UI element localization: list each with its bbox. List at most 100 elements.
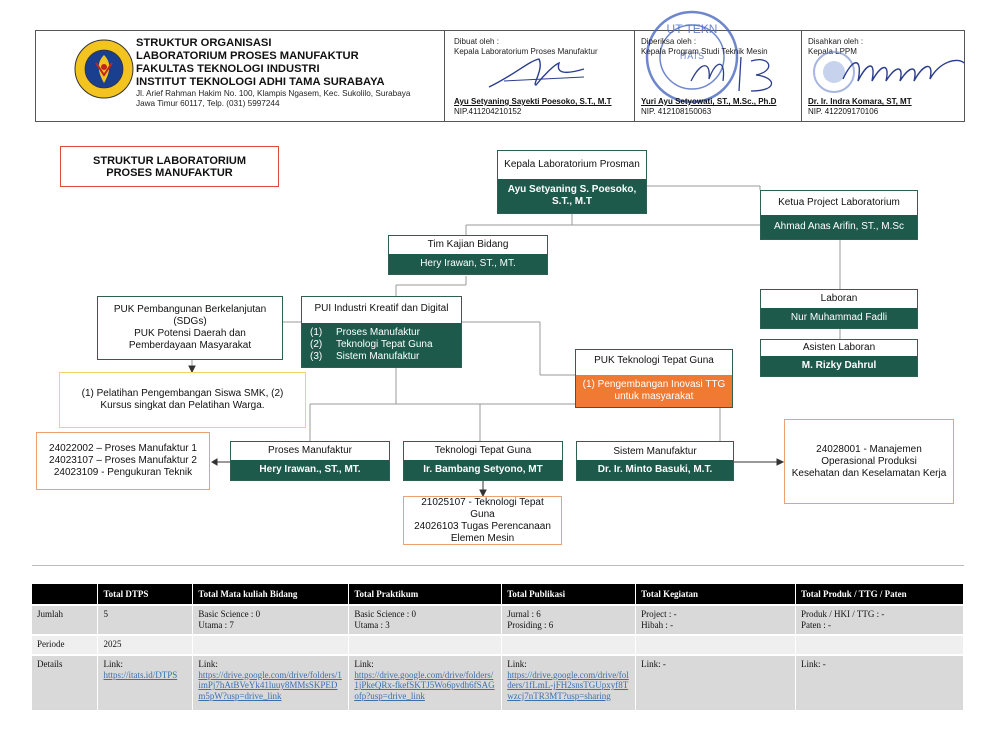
item-label: Teknologi Tepat Guna — [336, 339, 433, 350]
desc-line: untuk masyarakat — [614, 391, 694, 402]
table-cell: Link: - — [635, 654, 797, 710]
signature-block-approved: Disahkan oleh : Kepala LPPM Dr. Ir. Indr… — [808, 37, 965, 117]
course-line: 24028001 - Manajemen — [816, 443, 922, 455]
table-cell: Link:https://drive.google.com/drive/fold… — [192, 654, 350, 710]
box-asisten-laboran: Asisten Laboran M. Rizky Dahrul — [760, 339, 918, 377]
column-header: Total Publikasi — [501, 584, 637, 605]
table-cell: Link:https://drive.google.com/drive/fold… — [348, 654, 503, 710]
cell-line: Produk / HKI / TTG : - — [801, 609, 885, 619]
cell-line: Jurnal : 6 — [507, 609, 541, 619]
box-tim-kajian: Tim Kajian Bidang Hery Irawan, ST., MT. — [388, 235, 548, 275]
handwritten-signature — [488, 58, 585, 88]
course-line: 24022002 – Proses Manufaktur 1 — [49, 443, 197, 454]
desc-line: (1) Pengembangan Inovasi TTG — [582, 379, 726, 390]
document-header: STRUKTUR ORGANISASI LABORATORIUM PROSES … — [35, 10, 965, 122]
praktikum-drive-link[interactable]: https://drive.google.com/drive/folders/1… — [354, 669, 495, 701]
row-label: Details — [32, 654, 99, 710]
course-line: Operasional Produksi — [821, 455, 917, 467]
course-line: Elemen Mesin — [450, 532, 515, 544]
column-header — [32, 584, 99, 605]
table-cell: 5 — [97, 604, 194, 635]
section-divider — [32, 565, 964, 566]
link-prefix: Link: — [103, 659, 123, 669]
person-name: Hery Irawan., ST., MT. — [231, 460, 389, 480]
person-name: Hery Irawan, ST., MT. — [389, 254, 547, 274]
signature-name: Yuri Ayu Setyowati, ST., M.Sc., Ph.D — [641, 97, 777, 106]
link-prefix: Link: - — [641, 659, 666, 669]
course-line: 24023109 - Pengukuran Teknik — [53, 467, 193, 478]
signature-role: Kepala Laboratorium Proses Manufaktur — [454, 47, 598, 56]
header-address: Jawa Timur 60117, Telp. (031) 5997244 — [136, 99, 280, 108]
box-text-line: (SDGs) — [173, 316, 207, 327]
box-mk-ttg: 21025107 - Teknologi Tepat Guna 24026103… — [403, 496, 562, 545]
signature-name: Ayu Setyaning Sayekti Poesoko, S.T., M.T — [454, 97, 612, 106]
role-label: Kepala Laboratorium Prosman — [504, 159, 640, 170]
dtps-link[interactable]: https://itats.id/DTPS — [103, 669, 178, 680]
itats-logo — [74, 39, 134, 99]
box-mk-proses: 24022002 – Proses Manufaktur 1 24023107 … — [36, 432, 210, 490]
box-puk-ttg: PUK Teknologi Tepat Guna (1) Pengembanga… — [575, 349, 733, 408]
table-cell: 2025 — [97, 634, 194, 655]
course-line: 21025107 - Teknologi Tepat — [421, 496, 544, 508]
table-cell — [795, 634, 964, 655]
role-label: Teknologi Tepat Guna — [434, 445, 532, 456]
signature-nip: NIP.411204210152 — [454, 107, 522, 116]
role-label: Ketua Project Laboratorium — [778, 197, 900, 208]
table-cell: Link: - — [795, 654, 964, 710]
table-cell — [348, 634, 503, 655]
cell-line: Hibah : - — [641, 619, 674, 630]
cell-line: 5 — [103, 609, 108, 619]
role-label: PUK Teknologi Tepat Guna — [594, 355, 714, 366]
box-text-line: PUK Pembangunan Berkelanjutan — [113, 304, 267, 315]
chart-title: STRUKTUR LABORATORIUM PROSES MANUFAKTUR — [60, 146, 279, 187]
box-sistem-manufaktur: Sistem Manufaktur Dr. Ir. Minto Basuki, … — [576, 441, 734, 481]
link-prefix: Link: - — [801, 659, 826, 669]
column-header: Total Kegiatan — [635, 584, 797, 605]
column-header: Total DTPS — [97, 584, 194, 605]
box-kepala-lab: Kepala Laboratorium Prosman Ayu Setyanin… — [497, 150, 647, 214]
person-name: Dr. Ir. Minto Basuki, M.T. — [577, 460, 733, 480]
box-pui-industri: PUI Industri Kreatif dan Digital (1)Pros… — [301, 296, 462, 368]
table-row: Details Link:https://itats.id/DTPS Link:… — [32, 654, 964, 710]
column-header: Total Praktikum — [348, 584, 503, 605]
link-prefix: Link: — [507, 659, 527, 669]
header-divider — [444, 31, 445, 121]
item-number: (3) — [310, 351, 323, 362]
person-name: Ahmad Anas Arifin, ST., M.Sc — [761, 215, 917, 239]
cell-line: Utama : 7 — [198, 619, 234, 630]
handwritten-signature — [690, 56, 773, 92]
publikasi-drive-link[interactable]: https://drive.google.com/drive/folders/1… — [507, 669, 629, 701]
box-mk-sistem: 24028001 - Manajemen Operasional Produks… — [784, 419, 954, 504]
role-label: Tim Kajian Bidang — [427, 239, 509, 250]
table-cell — [501, 634, 637, 655]
header-divider — [634, 31, 635, 121]
table-cell: Produk / HKI / TTG : -Paten : - — [795, 604, 964, 635]
mata-kuliah-drive-link[interactable]: https://drive.google.com/drive/folders/1… — [198, 669, 342, 701]
course-line: 24023107 – Proses Manufaktur 2 — [49, 455, 197, 466]
table-cell: Link:https://itats.id/DTPS — [97, 654, 194, 710]
column-header: Total Produk / TTG / Paten — [795, 584, 964, 605]
svg-text:UT TEKN: UT TEKN — [667, 22, 718, 36]
header-address: Jl. Arief Rahman Hakim No. 100, Klampis … — [136, 89, 411, 98]
signature-name: Dr. Ir. Indra Komara, ST, MT — [808, 97, 912, 106]
signature-nip: NIP. 412209170106 — [808, 107, 879, 116]
person-name: Ayu Setyaning S. Poesoko, S.T., M.T — [498, 179, 646, 213]
box-text-line: Kursus singkat dan Pelatihan Warga. — [100, 400, 265, 411]
table-cell: Link:https://drive.google.com/drive/fold… — [501, 654, 637, 710]
row-label: Periode — [32, 634, 99, 655]
row-label: Jumlah — [32, 604, 99, 635]
table-header-row: Total DTPS Total Mata kuliah Bidang Tota… — [32, 584, 964, 605]
signature-role: Kepala Program Studi Teknik Mesin — [641, 47, 768, 56]
header-title-line: INSTITUT TEKNOLOGI ADHI TAMA SURABAYA — [136, 76, 385, 88]
box-proses-manufaktur: Proses Manufaktur Hery Irawan., ST., MT. — [230, 441, 390, 481]
signature-block-checked: Diperiksa oleh : Kepala Program Studi Te… — [641, 37, 799, 117]
item-number: (1) — [310, 327, 323, 338]
pui-item: (3)Sistem Manufaktur — [310, 351, 453, 363]
signature-label: Disahkan oleh : — [808, 37, 864, 46]
official-stamp: UT TEKN ITATS — [645, 10, 739, 104]
pui-item: (2)Teknologi Tepat Guna — [310, 339, 453, 351]
